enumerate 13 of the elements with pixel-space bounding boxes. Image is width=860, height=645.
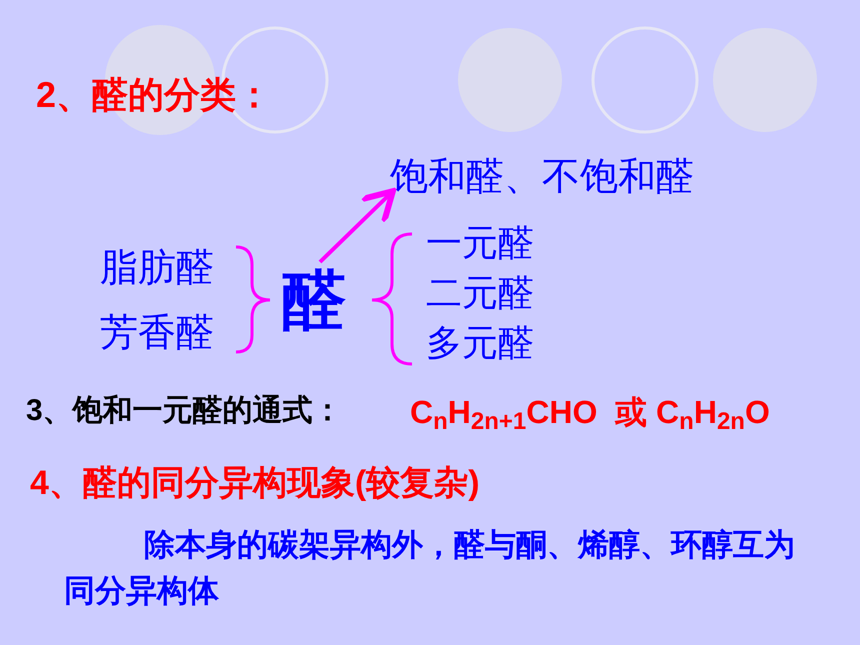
label-text: 芳香醛	[100, 311, 214, 356]
arrow	[318, 188, 396, 264]
label-text: 二元醛	[426, 271, 534, 315]
section-heading: 2、醛的分类：	[36, 73, 272, 117]
label-text: 一元醛	[426, 221, 534, 265]
central-term: 醛	[282, 262, 358, 338]
label-text: 脂肪醛	[100, 246, 214, 291]
label-text: 3、饱和一元醛的通式：	[26, 393, 343, 429]
label-text: 多元醛	[426, 321, 534, 365]
paragraph: 除本身的碳架异构外，醛与酮、烯醇、环醇互为同分异构体	[64, 526, 796, 610]
category-text: 饱和醛、不饱和醛	[390, 152, 740, 202]
formula-text: C$_{n}$H$_{2n+1}$CHO 或 C$_{n}$H$_{2n}$O	[410, 393, 770, 432]
label-text: 4、醛的同分异构现象(较复杂)	[30, 463, 480, 504]
